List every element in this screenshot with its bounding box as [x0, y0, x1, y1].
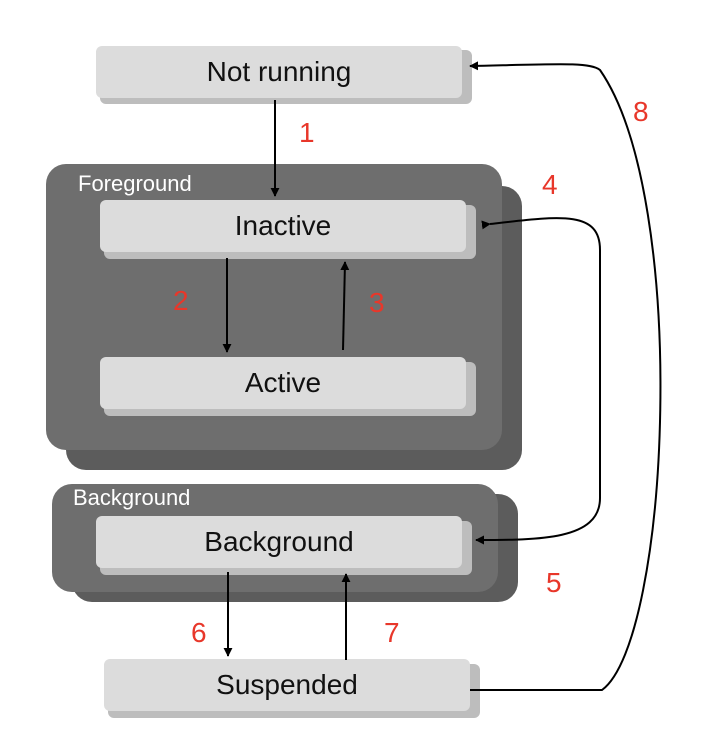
transition-3-arrow: [340, 261, 350, 351]
transition-5-label: 5: [546, 567, 562, 598]
inactive-state: Inactive: [100, 200, 466, 252]
foreground-group-label: Foreground: [78, 171, 192, 196]
not-running-state: Not running: [96, 46, 462, 98]
transition-7-label: 7: [384, 617, 400, 648]
transition-4-label: 4: [542, 169, 558, 200]
suspended-state: Suspended: [104, 659, 470, 711]
transition-2-label: 2: [173, 285, 189, 316]
transition-8-arrow: [469, 61, 662, 691]
background-state: Background: [96, 516, 462, 568]
active-state: Active: [100, 357, 466, 409]
background-group-label: Background: [73, 485, 191, 510]
transition-6-label: 6: [191, 617, 207, 648]
transition-4-5-arrow: [475, 217, 601, 545]
transition-1-label: 1: [299, 117, 315, 148]
transition-8-label: 8: [633, 96, 649, 127]
transition-3-label: 3: [369, 287, 385, 318]
